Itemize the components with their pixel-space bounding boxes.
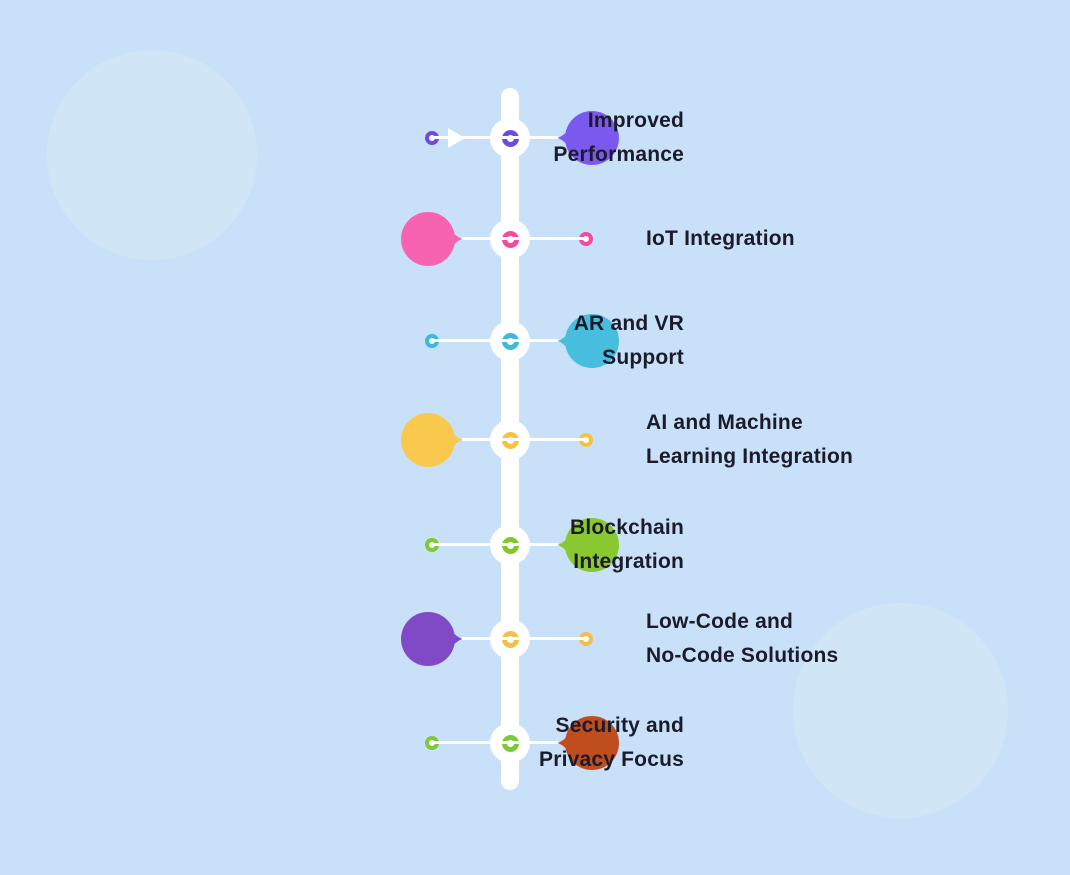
balloon-marker [397, 208, 473, 270]
node-label-line: Performance [553, 143, 684, 166]
node-label-line: Learning Integration [646, 445, 854, 468]
connector-line [510, 438, 586, 441]
connector-line [432, 741, 510, 744]
node-label-line: Security and [555, 714, 684, 737]
node-label-line: Improved [587, 109, 684, 132]
connector-line [432, 543, 510, 546]
node-label-line: AR and VR [573, 312, 684, 335]
connector-line [510, 741, 558, 744]
node-label-line: Integration [573, 550, 684, 573]
node-label-line: Privacy Focus [538, 748, 684, 771]
balloon-marker [547, 107, 623, 169]
start-arrow-icon [448, 128, 465, 148]
balloon-marker [547, 712, 623, 774]
connector-line [510, 339, 558, 342]
balloon-marker [547, 514, 623, 576]
connector-line [510, 237, 586, 240]
background-circle-top-left [47, 50, 257, 260]
balloon-marker [397, 409, 473, 471]
node-label-line: Low-Code and [646, 610, 794, 633]
connector-line [510, 136, 558, 139]
node-label-line: No-Code Solutions [646, 644, 839, 667]
connector-line [432, 339, 510, 342]
node-label-line: AI and Machine [646, 411, 803, 434]
connector-line [462, 438, 510, 441]
balloon-marker [547, 310, 623, 372]
background-circle-bottom-right [793, 603, 1008, 818]
node-label: IoT Integration [646, 222, 795, 256]
node-label-line: IoT Integration [646, 227, 795, 250]
balloon-marker [397, 608, 473, 670]
connector-line [462, 637, 510, 640]
connector-line [462, 237, 510, 240]
connector-line [432, 136, 510, 139]
connector-line [510, 637, 586, 640]
connector-line [510, 543, 558, 546]
node-label-line: Blockchain [569, 516, 684, 539]
node-label-line: Support [602, 346, 684, 369]
node-label: AR and VR Support [574, 307, 684, 375]
